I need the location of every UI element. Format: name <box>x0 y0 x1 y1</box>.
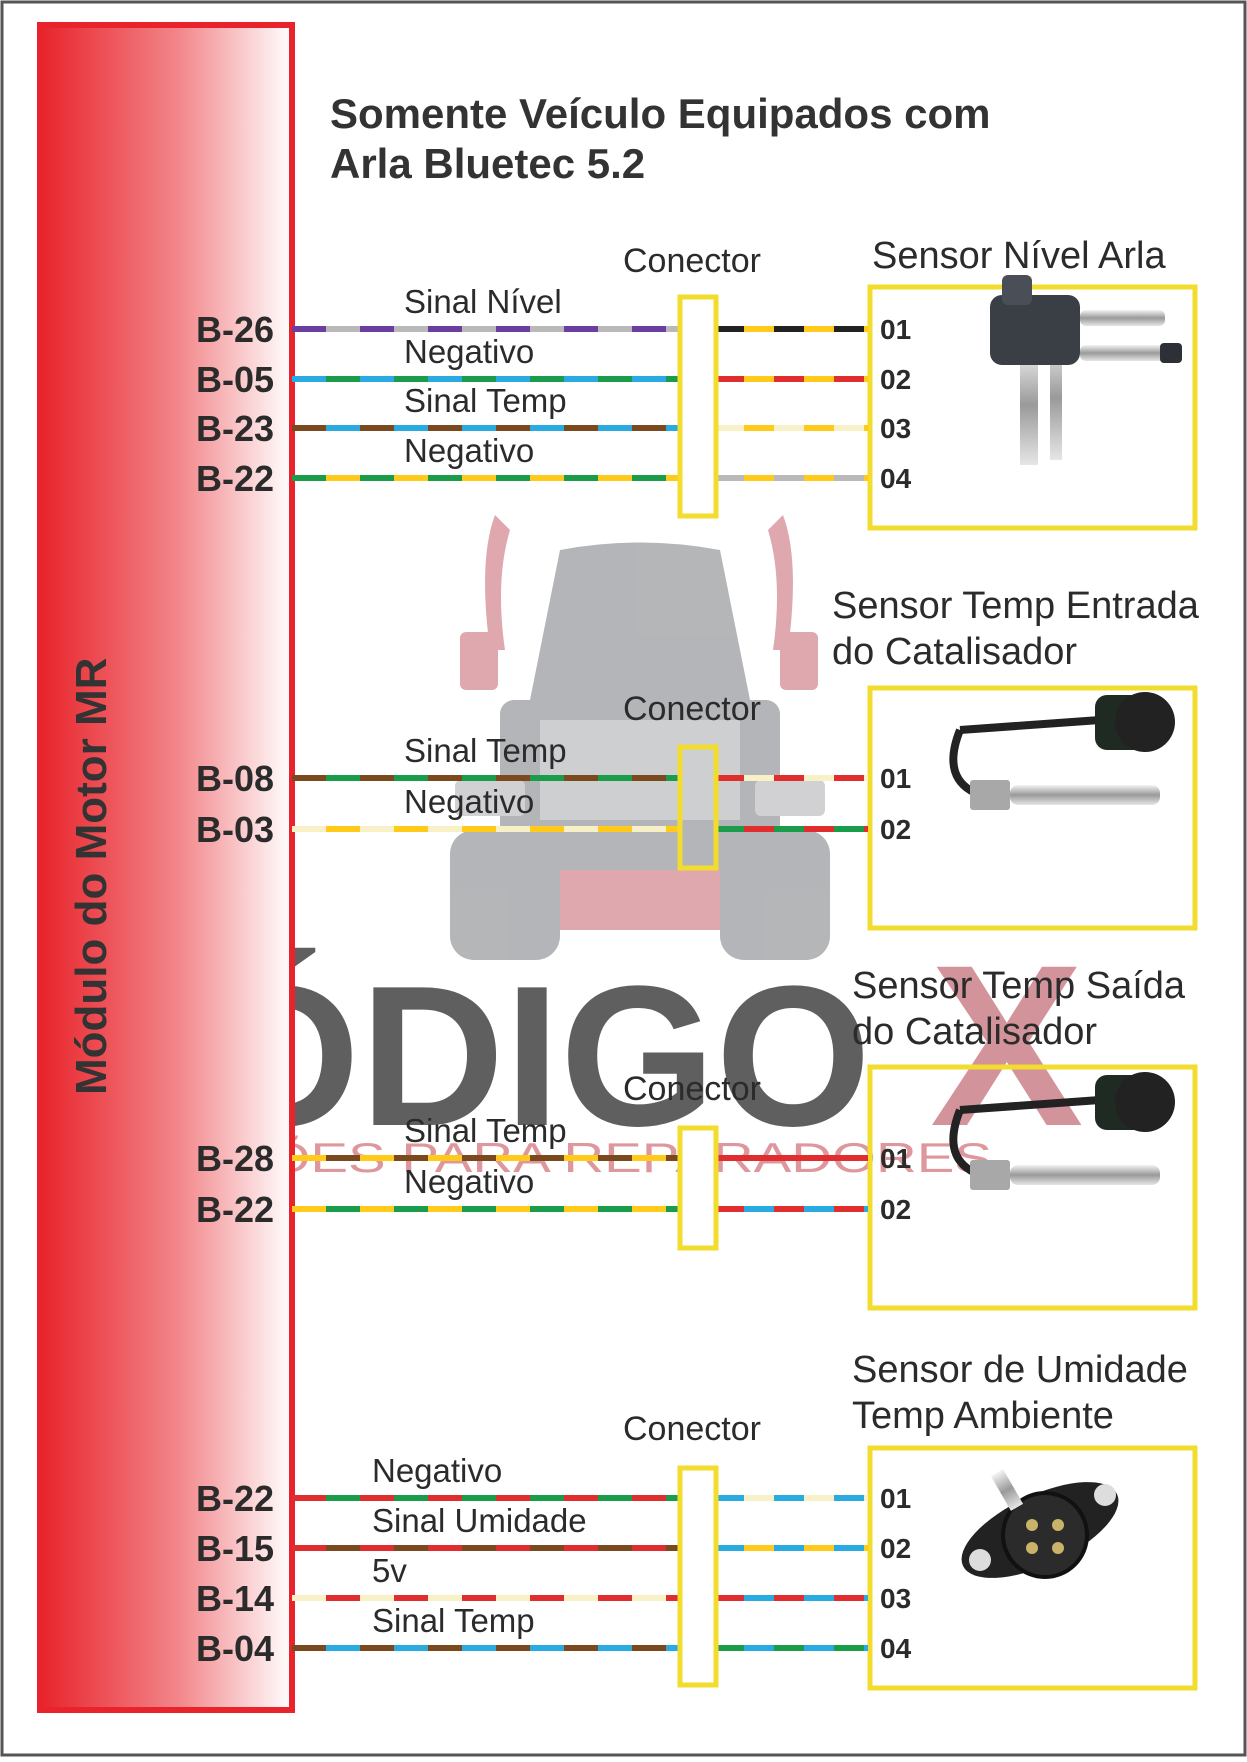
connector-label: Conector <box>623 1070 761 1108</box>
connector-block <box>677 744 719 871</box>
connector-label: Conector <box>623 242 761 280</box>
ecu-pin-label: B-15 <box>196 1528 274 1569</box>
connector-block <box>677 1125 719 1251</box>
sensor-terminal-number: 03 <box>880 413 911 444</box>
sensor-title: do Catalisador <box>832 631 1077 673</box>
ecu-pin-label: B-23 <box>196 408 274 449</box>
arla-level-sensor-icon <box>990 275 1182 465</box>
sensor-terminal-number: 01 <box>880 1483 911 1514</box>
wire-label: Negativo <box>404 783 534 820</box>
wire-label: Negativo <box>404 333 534 370</box>
sensor-terminal-number: 01 <box>880 1143 911 1174</box>
ecu-pin-label: B-05 <box>196 359 274 400</box>
ecu-pin-label: B-22 <box>196 1189 274 1230</box>
wire-label: Sinal Temp <box>404 382 567 419</box>
sensor-terminal-number: 02 <box>880 1194 911 1225</box>
truck-watermark <box>450 515 830 960</box>
wire-label: Sinal Temp <box>404 1112 567 1149</box>
diagram-title-line1: Somente Veículo Equipados com <box>330 90 990 137</box>
sensor-box <box>867 1064 1198 1311</box>
sensor-title: Sensor Temp Entrada <box>832 585 1200 627</box>
sensor-terminal-number: 02 <box>880 1533 911 1564</box>
sensor-title: Sensor de Umidade <box>852 1349 1188 1391</box>
module-label: Módulo do Motor MR <box>67 658 116 1095</box>
wire-label: Sinal Temp <box>372 1602 535 1639</box>
sensor-terminal-number: 02 <box>880 814 911 845</box>
connector-block <box>677 294 719 519</box>
sensor-title: do Catalisador <box>852 1011 1097 1053</box>
sensor-title: Sensor Temp Saída <box>852 965 1186 1007</box>
ecu-pin-label: B-08 <box>196 758 274 799</box>
wire-label: 5v <box>372 1552 407 1589</box>
connector-label: Conector <box>623 690 761 728</box>
sensor-terminal-number: 04 <box>880 1633 912 1664</box>
ecu-pin-label: B-22 <box>196 1478 274 1519</box>
ecu-pin-label: B-14 <box>196 1578 274 1619</box>
exhaust-temp-sensor-icon <box>949 1072 1175 1190</box>
sensor-terminal-number: 01 <box>880 763 911 794</box>
sensor-terminal-number: 01 <box>880 314 911 345</box>
wire-label: Sinal Umidade <box>372 1502 587 1539</box>
engine-module-bar <box>37 22 295 1713</box>
diagram-title-line2: Arla Bluetec 5.2 <box>330 140 645 187</box>
sensor-section: Sensor de Umidade Temp Ambiente ConectorB… <box>196 1349 1198 1691</box>
ecu-pin-label: B-22 <box>196 458 274 499</box>
wire-label: Negativo <box>404 1163 534 1200</box>
wire-label: Sinal Nível <box>404 283 562 320</box>
sensor-box <box>867 685 1198 931</box>
ecu-pin-label: B-26 <box>196 309 274 350</box>
ecu-pin-label: B-03 <box>196 809 274 850</box>
sensor-box <box>867 284 1198 531</box>
sensor-title: Temp Ambiente <box>852 1395 1114 1437</box>
connector-label: Conector <box>623 1410 761 1448</box>
ecu-pin-label: B-28 <box>196 1138 274 1179</box>
sensor-terminal-number: 04 <box>880 463 912 494</box>
wire-label: Sinal Temp <box>404 732 567 769</box>
connector-block <box>677 1465 719 1688</box>
humidity-sensor-icon <box>961 1469 1119 1579</box>
ecu-pin-label: B-04 <box>196 1628 274 1669</box>
sensor-title: Sensor Nível Arla <box>872 235 1166 277</box>
sensor-terminal-number: 03 <box>880 1583 911 1614</box>
sensor-box <box>867 1445 1198 1691</box>
exhaust-temp-sensor-icon <box>949 692 1175 810</box>
sensor-terminal-number: 02 <box>880 364 911 395</box>
wire-label: Negativo <box>404 432 534 469</box>
wire-label: Negativo <box>372 1452 502 1489</box>
